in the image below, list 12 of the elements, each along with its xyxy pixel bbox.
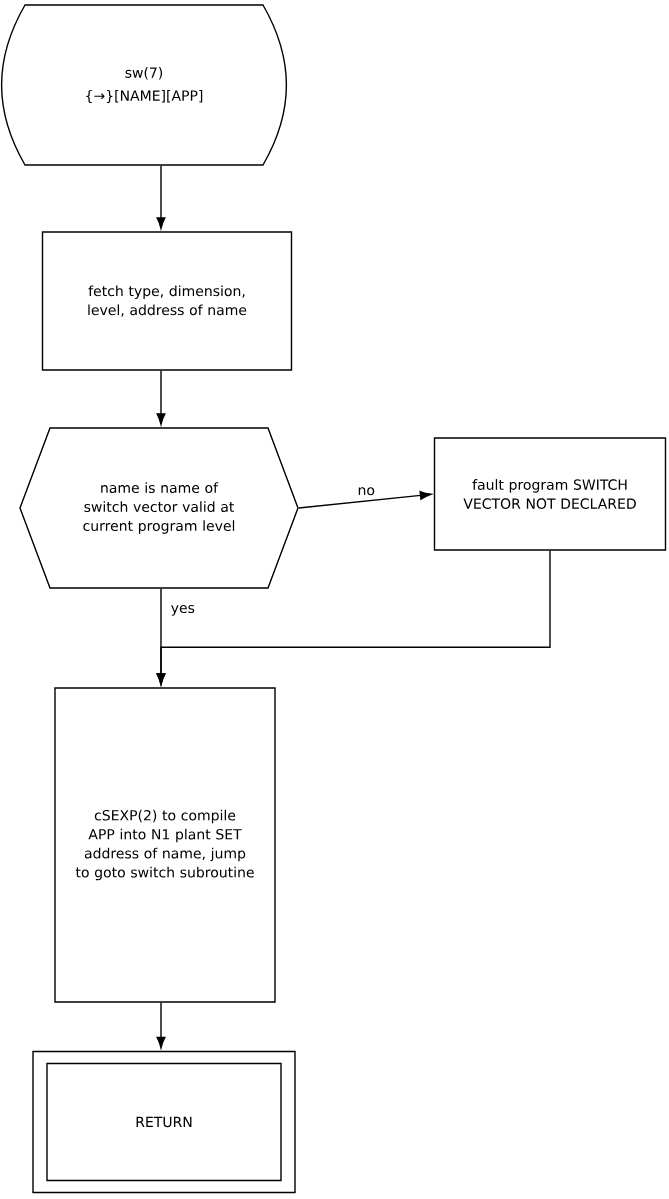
arrow	[156, 165, 166, 229]
process-box: cSEXP(2) to compile APP into N1 plant SET address of name, jump to goto switch subroutine	[54, 687, 276, 1003]
edge-label: no	[356, 486, 376, 497]
arrow	[298, 490, 432, 509]
arrow	[156, 550, 551, 685]
decision-hexagon: name is name of switch vector valid at current program level	[19, 427, 299, 589]
process-box: fault program SWITCH VECTOR NOT DECLARED	[433, 437, 667, 551]
process-box: fetch type, dimension, level, address of name	[41, 231, 293, 371]
arrow	[156, 370, 166, 425]
edge-label: yes	[169, 604, 196, 617]
terminal-box: RETURN	[32, 1050, 296, 1194]
arrow	[156, 1002, 166, 1049]
